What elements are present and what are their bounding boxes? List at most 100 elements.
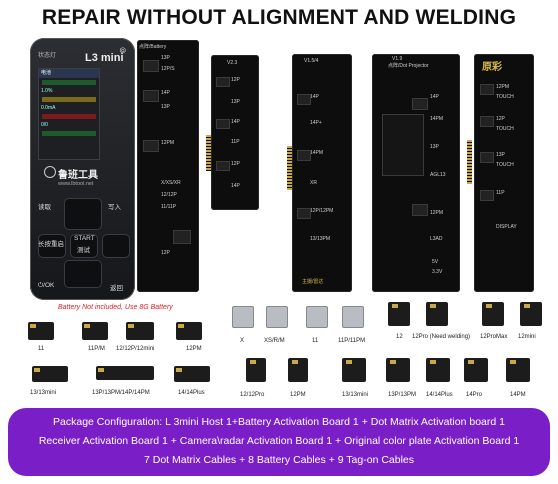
board-port-label: 14P xyxy=(161,90,170,96)
dot-matrix-cable xyxy=(504,356,534,388)
board-port-label: 12P/12PM xyxy=(310,208,334,214)
tag-on-cable xyxy=(304,304,330,330)
right-key[interactable] xyxy=(102,234,130,258)
config-line-3: 7 Dot Matrix Cables + 8 Battery Cables +… xyxy=(143,454,415,466)
receiver-activation-board: V2.3 12P 13P 14P 11P 12P 14P xyxy=(211,55,259,210)
cable-label: 13P/13PM xyxy=(388,392,417,398)
dot-matrix-cable xyxy=(424,356,454,388)
screen-row: 0.0mA xyxy=(41,105,56,111)
screen-title: 电池 xyxy=(39,69,99,78)
gold-finger-edge xyxy=(287,146,292,190)
connector xyxy=(216,161,230,171)
camera-radar-activation-board: V1.5/4 14P 14P+ 14PM XR 12P/12PM 13/13PM… xyxy=(292,54,352,292)
cable-label: 14/14Plus xyxy=(178,390,205,396)
brand-url: www.lbtool.net xyxy=(58,181,94,187)
board-port-label: 14P xyxy=(430,94,439,100)
chip-area xyxy=(382,114,424,176)
board-port-label: 12P xyxy=(496,116,505,122)
cable-label: 11 xyxy=(38,346,45,352)
battery-cable xyxy=(176,320,204,342)
board-port-label: 13/13PM xyxy=(310,236,331,242)
tag-on-cable xyxy=(340,304,366,330)
board-port-label: TOUCH xyxy=(496,94,514,100)
connector xyxy=(143,60,159,72)
status-light-label: 状态灯 xyxy=(38,53,57,59)
connector xyxy=(412,204,428,216)
board-port-label: X/XS/XR xyxy=(161,180,181,186)
connector xyxy=(297,94,311,105)
connector xyxy=(216,77,230,87)
cable-label: 11 xyxy=(312,338,319,344)
cable-label: XS/R/M xyxy=(264,338,285,344)
battery-cable xyxy=(82,320,110,342)
battery-cable xyxy=(28,320,56,342)
package-configuration: Package Configuration: L 3mini Host 1+Ba… xyxy=(8,408,550,476)
brand-logo-icon xyxy=(44,166,56,178)
dot-matrix-cable xyxy=(286,356,312,388)
connector xyxy=(480,190,494,201)
cable-label: 12/12Pro xyxy=(240,392,265,398)
battery-cable xyxy=(174,362,214,386)
board-port-label: 12PM xyxy=(496,84,510,90)
board-port-label: TOUCH xyxy=(496,162,514,168)
connector xyxy=(480,152,494,163)
down-key[interactable] xyxy=(64,260,102,288)
board-port-label: 14P xyxy=(231,183,240,189)
connector xyxy=(412,98,428,110)
board-port-label: 11P xyxy=(496,190,505,196)
tag-on-cable xyxy=(230,304,256,330)
screen-row: 1.0% xyxy=(41,88,53,94)
board-label: V1.5/4 xyxy=(304,58,319,64)
device-model: L3 mini xyxy=(85,52,124,64)
dot-matrix-cable xyxy=(384,356,414,388)
gold-finger-edge xyxy=(467,140,472,184)
cable-label: 12PM xyxy=(290,392,306,398)
board-port-label: 14P xyxy=(310,94,319,100)
dot-projector-activation-board: 点阵/Dot Projector V1.9 14P 14PM 13P AGL13… xyxy=(372,54,460,292)
cable-label: 14Pro xyxy=(466,392,483,398)
board-port-label: 14P+ xyxy=(310,120,322,126)
dot-matrix-cable xyxy=(340,356,370,388)
config-line-1: Package Configuration: L 3mini Host 1+Ba… xyxy=(53,416,505,428)
board-port-label: 12P xyxy=(231,161,240,167)
ok-key-label: ⏻/OK xyxy=(38,282,55,289)
brand-name: 鲁班工具 xyxy=(58,170,98,181)
board-port-label: 12P xyxy=(231,77,240,83)
board-label: 点阵/Battery xyxy=(139,44,167,50)
board-port-label: 5V xyxy=(432,259,439,265)
cable-label: 11P/11PM xyxy=(338,338,366,344)
board-port-label: 13P xyxy=(231,99,240,105)
board-port-label: 11P xyxy=(231,139,240,145)
board-port-label: 14PM xyxy=(310,150,324,156)
board-port-label: L3AD xyxy=(430,236,443,242)
connector xyxy=(480,84,494,95)
connector xyxy=(143,90,159,102)
connector xyxy=(297,208,311,219)
board-port-label: 12/12P xyxy=(161,192,177,198)
original-color-activation-board: 原彩 12PM TOUCH 12P TOUCH 13P TOUCH 11P DI… xyxy=(474,54,534,292)
board-port-label: 14PM xyxy=(430,116,444,122)
dot-matrix-cable xyxy=(424,300,454,332)
board-port-label: V1.9 xyxy=(392,56,403,62)
cable-label: X xyxy=(240,338,245,344)
l3-mini-device: 状态灯 L3 mini ⦾ 电池 1.0% 0.0mA 0/0 鲁班工具 www… xyxy=(30,38,135,300)
config-line-2: Receiver Activation Board 1 + Camera\rad… xyxy=(38,435,520,447)
longpress-key-label: 长按重启 xyxy=(38,241,64,248)
board-port-label: 13P xyxy=(161,55,170,61)
board-port-label: 12P/S xyxy=(161,66,175,72)
board-port-label: 13P xyxy=(496,152,505,158)
start-key-cn-label: 测试 xyxy=(77,247,90,254)
battery-activation-board: 点阵/Battery 13P 12P/S 14P 13P 12PM X/XS/X… xyxy=(137,40,199,292)
board-label: V2.3 xyxy=(227,60,238,66)
board-port-label: 12P xyxy=(161,250,170,256)
up-key[interactable] xyxy=(64,198,102,230)
dot-matrix-cable xyxy=(480,300,510,332)
start-key[interactable] xyxy=(70,234,98,258)
screen-bar xyxy=(42,97,96,102)
battery-cable xyxy=(32,362,72,386)
screen-bar xyxy=(42,131,96,136)
battery-cable xyxy=(96,362,156,386)
board-port-label: DISPLAY xyxy=(496,224,517,230)
board-label: 原彩 xyxy=(482,62,502,73)
longpress-key[interactable] xyxy=(38,234,66,258)
